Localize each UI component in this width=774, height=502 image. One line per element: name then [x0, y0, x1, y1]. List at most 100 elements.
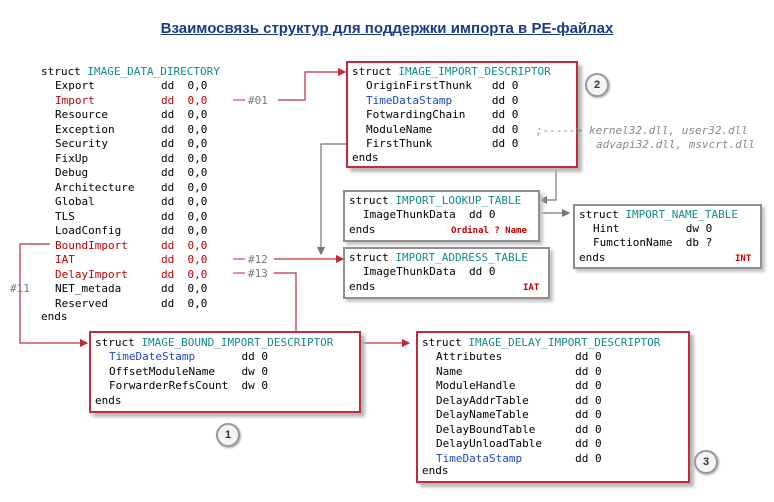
address-table-box: struct IMPORT_ADDRESS_TABLE ImageThunkDa… [343, 247, 550, 299]
lookup-table-header: struct IMPORT_LOOKUP_TABLE [349, 194, 522, 207]
directory-entry-field: Import [55, 93, 95, 107]
delay-descriptor-field: DelayAddrTable dd 0 [436, 393, 602, 407]
first-thunk-arrow [316, 143, 352, 256]
delay-descriptor-field: ModuleHandle dd 0 [436, 379, 602, 392]
name-table-name: IMPORT_NAME_TABLE [625, 208, 738, 221]
bound-descriptor-field: TimeDateStamp dd 0 [109, 350, 268, 363]
import-descriptor-field-field: ModuleName [366, 122, 433, 136]
ref-12-label: #12 [248, 253, 268, 266]
import-arrow [278, 67, 347, 101]
data-directory-ends: ends [41, 310, 68, 323]
directory-entry-field: DelayImport [55, 267, 128, 281]
directory-entry: Exception dd 0,0 [55, 122, 208, 136]
address-table-ends: ends [349, 280, 376, 293]
name-table-ends: ends [579, 251, 606, 264]
lookup-table-box: struct IMPORT_LOOKUP_TABLE ImageThunkDat… [343, 190, 540, 242]
lookup-table-name: IMPORT_LOOKUP_TABLE [395, 194, 522, 207]
delay-descriptor-field: Attributes dd 0 [436, 350, 602, 363]
directory-entry: FixUp dd 0,0 [55, 151, 208, 165]
directory-entry-field: BoundImport [55, 238, 128, 252]
directory-entry-field: TLS [55, 209, 75, 223]
directory-entry-field: Debug [55, 166, 89, 179]
delay-descriptor-field-field: TimeDataStamp [436, 451, 523, 465]
directory-entry-field: FixUp [55, 151, 89, 165]
address-table-name: IMPORT_ADDRESS_TABLE [395, 251, 528, 264]
delay-descriptor-field-field: ModuleHandle [436, 379, 516, 392]
data-directory-name: IMAGE_DATA_DIRECTORY [87, 65, 220, 78]
bound-arrow [19, 243, 89, 348]
directory-entry: Resource dd 0,0 [55, 108, 208, 121]
delay-descriptor-field-field: DelayUnloadTable [436, 437, 542, 450]
directory-entry: BoundImport dd 0,0 [55, 238, 208, 252]
badge-3: 3 [694, 450, 718, 474]
import-descriptor-field: OriginFirstThunk dd 0 [366, 79, 519, 92]
delay-descriptor-field: Name dd 0 [436, 364, 602, 378]
import-descriptor-ends: ends [352, 151, 379, 164]
delay-descriptor-field-field: Attributes [436, 350, 503, 363]
directory-entry: TLS dd 0,0 [55, 209, 208, 223]
name-table-tag: INT [735, 254, 752, 264]
lookup-table-ends: ends [349, 223, 376, 236]
ref-11-label: #11 [10, 282, 30, 295]
bound-descriptor-field-field: ForwarderRefsCount [109, 379, 229, 392]
directory-entry-field: Security [55, 137, 108, 150]
directory-entry-field: NET_metada [55, 282, 122, 295]
delay-descriptor-field-field: DelayNameTable [436, 408, 529, 421]
name-table-header: struct IMPORT_NAME_TABLE [579, 208, 738, 221]
module-note-line1: ;-----> kernel32.dll, user32.dll [536, 124, 748, 137]
import-descriptor-box: struct IMAGE_IMPORT_DESCRIPTOR OriginFir… [346, 61, 578, 168]
directory-entry: IAT dd 0,0 [55, 253, 208, 266]
delay-descriptor-name: IMAGE_DELAY_IMPORT_DESCRIPTOR [468, 336, 661, 349]
bound-descriptor-field: OffsetModuleName dw 0 [109, 364, 268, 378]
delay-descriptor-field: DelayNameTable dd 0 [436, 408, 602, 421]
bound-descriptor-name: IMAGE_BOUND_IMPORT_DESCRIPTOR [141, 336, 334, 349]
delay-descriptor-ends: ends [422, 464, 449, 477]
name-table-box: struct IMPORT_NAME_TABLE Hint dw 0 Fumct… [573, 204, 762, 269]
page-title: Взаимосвязь структур для поддержки импор… [160, 20, 614, 37]
directory-entry: Global dd 0,0 [55, 195, 208, 208]
badge-2: 2 [585, 73, 609, 97]
import-descriptor-field: ModuleName dd 0 [366, 122, 519, 136]
import-descriptor-field-field: TimeDataStamp [366, 93, 453, 107]
directory-entry: DelayImport dd 0,0 [55, 267, 208, 281]
directory-entry: Reserved dd 0,0 [55, 296, 208, 310]
directory-entry: LoadConfig dd 0,0 [55, 224, 208, 237]
directory-entry-field: Export [55, 79, 95, 92]
directory-entry: Security dd 0,0 [55, 137, 208, 150]
bound-descriptor-ends: ends [95, 394, 122, 407]
import-descriptor-field: FirstThunk dd 0 [366, 137, 519, 150]
bound-descriptor-box: struct IMAGE_BOUND_IMPORT_DESCRIPTOR Tim… [89, 331, 361, 413]
lookup-table-tag: Ordinal ? Name [451, 226, 527, 236]
address-table-header: struct IMPORT_ADDRESS_TABLE [349, 251, 528, 264]
directory-entry: Debug dd 0,0 [55, 166, 208, 179]
data-directory-header: struct IMAGE_DATA_DIRECTORY [41, 65, 220, 78]
directory-entry-field: Global [55, 195, 95, 208]
directory-entry: NET_metada dd 0,0 [55, 282, 208, 295]
directory-entry-field: LoadConfig [55, 224, 122, 237]
delay-descriptor-field: TimeDataStamp dd 0 [436, 451, 602, 465]
module-note-line2: advapi32.dll, msvcrt.dll [596, 138, 755, 151]
directory-entry-field: Architecture [55, 180, 135, 194]
address-table-field: ImageThunkData dd 0 [363, 265, 496, 278]
lookup-table-field: ImageThunkData dd 0 [363, 208, 496, 221]
import-descriptor-field: TimeDataStamp dd 0 [366, 93, 519, 107]
delay-descriptor-header: struct IMAGE_DELAY_IMPORT_DESCRIPTOR [422, 336, 661, 349]
directory-entry-field: Resource [55, 108, 108, 121]
directory-entry: Export dd 0,0 [55, 79, 208, 92]
import-descriptor-field-field: FotwardingChain [366, 108, 466, 121]
delay-descriptor-field: DelayUnloadTable dd 0 [436, 437, 602, 450]
import-descriptor-name: IMAGE_IMPORT_DESCRIPTOR [398, 65, 551, 78]
delay-descriptor-field-field: Name [436, 364, 463, 378]
bound-descriptor-field-field: TimeDateStamp [109, 350, 196, 363]
import-descriptor-field-field: FirstThunk [366, 137, 433, 150]
directory-entry-field: IAT [55, 253, 75, 266]
delay-descriptor-field-field: DelayAddrTable [436, 393, 529, 407]
address-table-tag: IAT [523, 283, 540, 293]
import-descriptor-header: struct IMAGE_IMPORT_DESCRIPTOR [352, 65, 551, 78]
delay-descriptor-field-field: DelayBoundTable [436, 422, 536, 436]
directory-entry-field: Exception [55, 122, 115, 136]
delay-descriptor-box: struct IMAGE_DELAY_IMPORT_DESCRIPTOR Att… [416, 331, 690, 483]
badge-1: 1 [216, 423, 240, 447]
bound-descriptor-field-field: OffsetModuleName [109, 364, 215, 378]
